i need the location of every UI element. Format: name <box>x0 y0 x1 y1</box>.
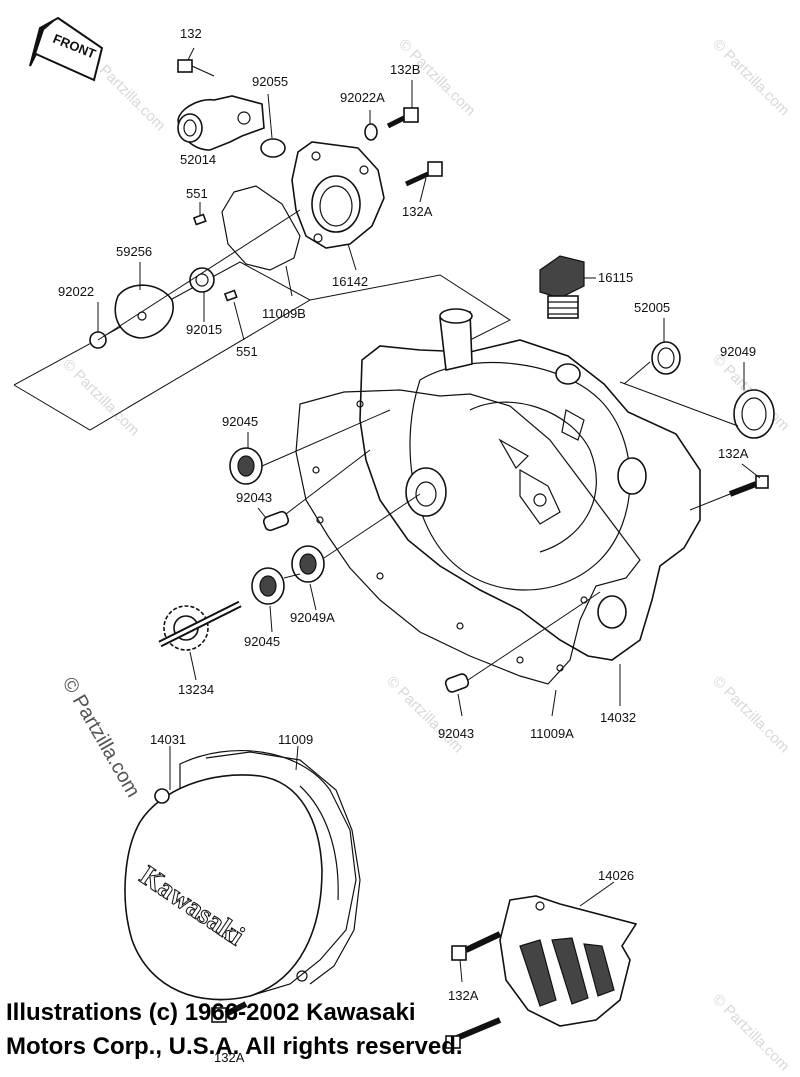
pump-cover-16142 <box>291 141 385 249</box>
label-132A: 132A <box>448 988 479 1003</box>
shaft-13234 <box>158 600 242 651</box>
bolt-132B <box>386 107 419 129</box>
label-92043: 92043 <box>438 726 474 741</box>
watermark-text: © Partzilla.com <box>709 673 792 756</box>
bolt-132A-guard-lower <box>445 1017 502 1049</box>
clutch-cover-14032 <box>359 308 701 661</box>
ignition-cover-14031: Kawasaki <box>124 750 357 1001</box>
bearing-92045-upper <box>229 447 263 485</box>
label-92045: 92045 <box>222 414 258 429</box>
watermark-text: © Partzilla.com <box>59 356 142 439</box>
oil-seal-92049 <box>733 389 775 439</box>
label-14032: 14032 <box>600 710 636 725</box>
bolt-132A-right <box>728 475 769 497</box>
dowel-92043-lower <box>444 673 470 693</box>
watermark-text: © Partzilla.com <box>709 991 792 1074</box>
bearing-92045-lower <box>251 567 285 605</box>
water-pump-assembly <box>89 59 443 349</box>
dowel-92043-upper <box>262 510 290 532</box>
label-92022A: 92022A <box>340 90 385 105</box>
front-arrow: FRONT <box>29 16 104 82</box>
label-132A: 132A <box>718 446 749 461</box>
label-11009B: 11009B <box>262 306 306 321</box>
bolt-132A-guard <box>451 931 502 961</box>
label-132B: 132B <box>390 62 420 77</box>
label-14026: 14026 <box>598 868 634 883</box>
label-11009A: 11009A <box>530 726 574 741</box>
label-132: 132 <box>180 26 202 41</box>
label-14031: 14031 <box>150 732 186 747</box>
copyright-line-2: Motors Corp., U.S.A. All rights reserved… <box>6 1033 463 1060</box>
pipe-52014 <box>177 95 265 151</box>
washer-92022A <box>364 123 378 141</box>
label-52005: 52005 <box>634 300 670 315</box>
watermark-diagonal: © Partzilla.com <box>58 674 144 802</box>
label-59256: 59256 <box>116 244 152 259</box>
part-labels: 132 92055 132B 92022A 52014 551 132A 592… <box>58 26 756 1065</box>
bolt-132A-top <box>404 161 443 187</box>
label-132A: 132A <box>214 1050 245 1065</box>
label-16142: 16142 <box>332 274 368 289</box>
label-92049: 92049 <box>720 344 756 359</box>
watermark-text: © Partzilla.com <box>709 36 792 119</box>
label-92022: 92022 <box>58 284 94 299</box>
bolt-132 <box>177 59 215 77</box>
dowel-551-bottom <box>223 289 238 302</box>
leader-lines <box>97 47 761 717</box>
label-11009: 11009 <box>278 732 313 747</box>
plug-16115 <box>539 255 585 319</box>
label-92015: 92015 <box>186 322 222 337</box>
label-16115: 16115 <box>598 270 633 285</box>
gasket-11009 <box>205 751 361 985</box>
gasket-holes <box>312 400 588 672</box>
label-13234: 13234 <box>178 682 214 697</box>
label-52014: 52014 <box>180 152 216 167</box>
bearing-92049A <box>291 545 325 583</box>
label-92043: 92043 <box>236 490 272 505</box>
impeller-59256 <box>114 284 174 339</box>
copyright-line-1: Illustrations (c) 1966-2002 Kawasaki <box>6 999 416 1026</box>
leader-lines-bottom <box>169 745 615 983</box>
bolt-132A-bottom <box>211 1001 248 1023</box>
label-132A: 132A <box>402 204 433 219</box>
watermark-text: © Partzilla.com <box>395 36 478 119</box>
oring-92055 <box>260 138 286 158</box>
label-551: 551 <box>236 344 258 359</box>
label-92055: 92055 <box>252 74 288 89</box>
label-551: 551 <box>186 186 208 201</box>
seal-52005 <box>651 341 681 375</box>
gasket-11009A <box>295 389 641 685</box>
copyright-notice: Illustrations (c) 1966-2002 Kawasaki Mot… <box>6 996 566 1064</box>
label-92045: 92045 <box>244 634 280 649</box>
guard-14026 <box>499 895 638 1027</box>
gasket-11009B <box>221 185 301 271</box>
seal-92015 <box>189 267 215 293</box>
label-92049A: 92049A <box>290 610 335 625</box>
dowel-551-top <box>192 213 207 226</box>
